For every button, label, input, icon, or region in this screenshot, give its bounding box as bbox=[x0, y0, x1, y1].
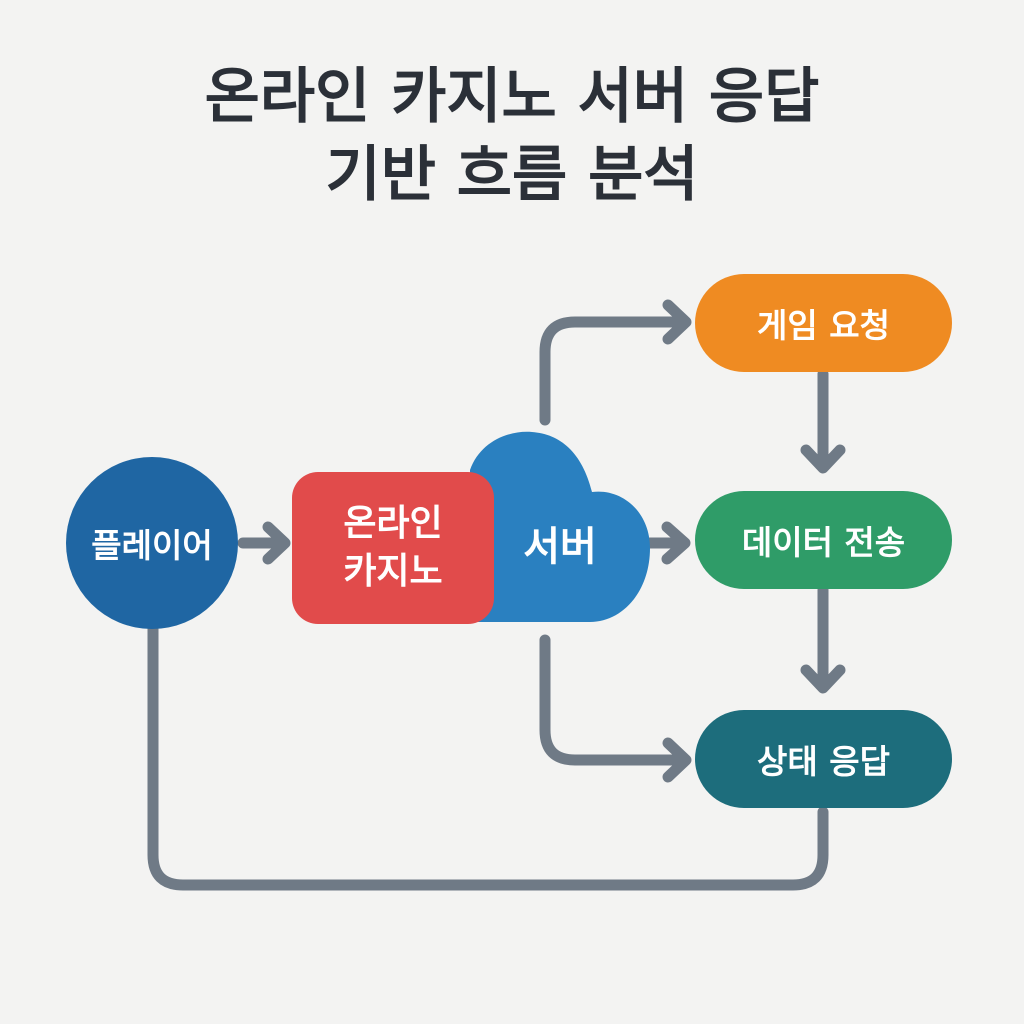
data-transfer-label: 데이터 전송 bbox=[741, 523, 906, 562]
arrowhead-game-request-to-data-transfer bbox=[800, 444, 846, 474]
game-request-node: 게임 요청 bbox=[695, 274, 952, 372]
game-request-label: 게임 요청 bbox=[757, 306, 890, 345]
arrowhead-server-to-data-transfer bbox=[661, 521, 691, 565]
status-response-node: 상태 응답 bbox=[695, 710, 952, 808]
arrowhead-data-transfer-to-status-response bbox=[800, 664, 846, 694]
player-node: 플레이어 bbox=[66, 457, 238, 629]
arrow-server-to-status-response bbox=[539, 634, 691, 766]
status-response-label: 상태 응답 bbox=[757, 742, 890, 781]
arrowhead-player-to-casino bbox=[262, 521, 291, 565]
casino-label-line-1: 온라인 bbox=[343, 503, 443, 544]
cloud-icon bbox=[470, 431, 650, 622]
arrow-server-to-game-request bbox=[539, 316, 691, 426]
player-label: 플레이어 bbox=[91, 526, 213, 565]
arrow-status-response-to-player bbox=[147, 622, 829, 891]
data-transfer-node: 데이터 전송 bbox=[695, 491, 952, 589]
arrowhead-server-to-status-response bbox=[662, 737, 692, 783]
casino-label-line-2: 카지노 bbox=[343, 551, 443, 592]
diagram-title: 온라인 카지노 서버 응답 기반 흐름 분석 bbox=[0, 58, 1024, 214]
server-label: 서버 bbox=[523, 524, 597, 570]
title-line-2: 기반 흐름 분석 bbox=[325, 140, 699, 210]
title-line-1: 온라인 카지노 서버 응답 bbox=[204, 62, 820, 132]
arrowhead-server-to-game-request bbox=[662, 299, 692, 345]
online-casino-node: 온라인 카지노 bbox=[292, 472, 494, 624]
